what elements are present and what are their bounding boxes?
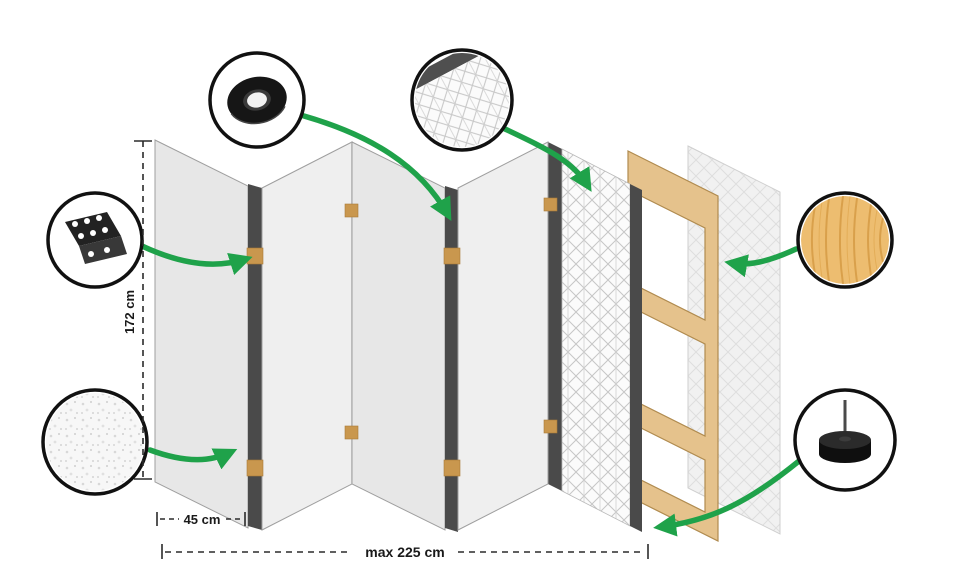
hinge-3 xyxy=(443,247,461,265)
panel-width-dimension xyxy=(156,512,246,526)
hinges xyxy=(246,197,558,477)
wood-texture-icon xyxy=(801,196,889,284)
hinge-1 xyxy=(246,247,264,265)
wood-callout xyxy=(796,191,894,289)
panel-3 xyxy=(351,141,446,531)
panel-width-label: 45 cm xyxy=(184,512,221,527)
height-dimension xyxy=(134,140,152,480)
panel-fold-edge-2 xyxy=(445,186,458,532)
hinge-4 xyxy=(443,459,461,477)
tape-callout xyxy=(208,51,306,149)
panel-4 xyxy=(457,141,549,531)
decor-panel-left-edge xyxy=(548,142,562,491)
callout-arrows xyxy=(139,113,802,537)
foot-pad-icon xyxy=(819,400,871,463)
height-label: 172 cm xyxy=(122,290,137,334)
decor-panel-right-edge xyxy=(630,184,642,532)
arrow-foot xyxy=(653,458,802,537)
hinge-2 xyxy=(246,459,264,477)
panel-2 xyxy=(261,141,353,531)
arrow-texture xyxy=(147,447,238,470)
adhesive-tape-icon xyxy=(227,76,287,125)
hinge-6 xyxy=(344,425,359,440)
arrow-wood xyxy=(724,246,799,278)
arrow-hinge xyxy=(139,243,253,275)
hinge-7 xyxy=(543,197,558,212)
panel-fold-edge-1 xyxy=(248,184,262,530)
foot-callout xyxy=(793,388,897,492)
total-width-dimension xyxy=(161,544,649,559)
pattern-callout xyxy=(410,48,514,152)
texture-callout xyxy=(41,388,149,496)
arrow-tape xyxy=(301,113,452,222)
decor-panel xyxy=(548,142,642,532)
hinge-callout xyxy=(46,191,144,289)
fleece-texture-icon xyxy=(46,393,144,491)
hinge-8 xyxy=(543,419,558,434)
decor-panel-face xyxy=(561,148,631,527)
arrow-pattern xyxy=(500,125,592,192)
hinge-5 xyxy=(344,203,359,218)
hinge-bracket-icon xyxy=(65,212,127,264)
folding-panels xyxy=(154,139,549,532)
wooden-frame xyxy=(627,150,719,542)
total-width-label: max 225 cm xyxy=(365,544,444,560)
panel-1 xyxy=(154,139,249,529)
